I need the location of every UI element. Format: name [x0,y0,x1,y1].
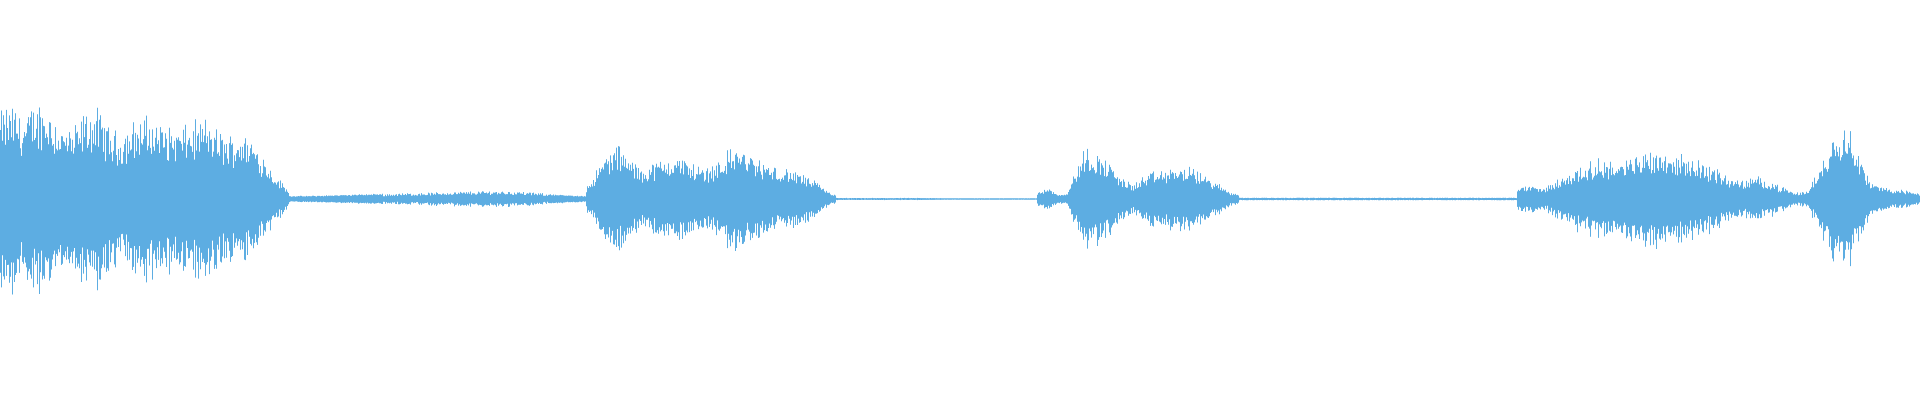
waveform-path [0,107,1920,295]
waveform-samples [0,107,1920,295]
